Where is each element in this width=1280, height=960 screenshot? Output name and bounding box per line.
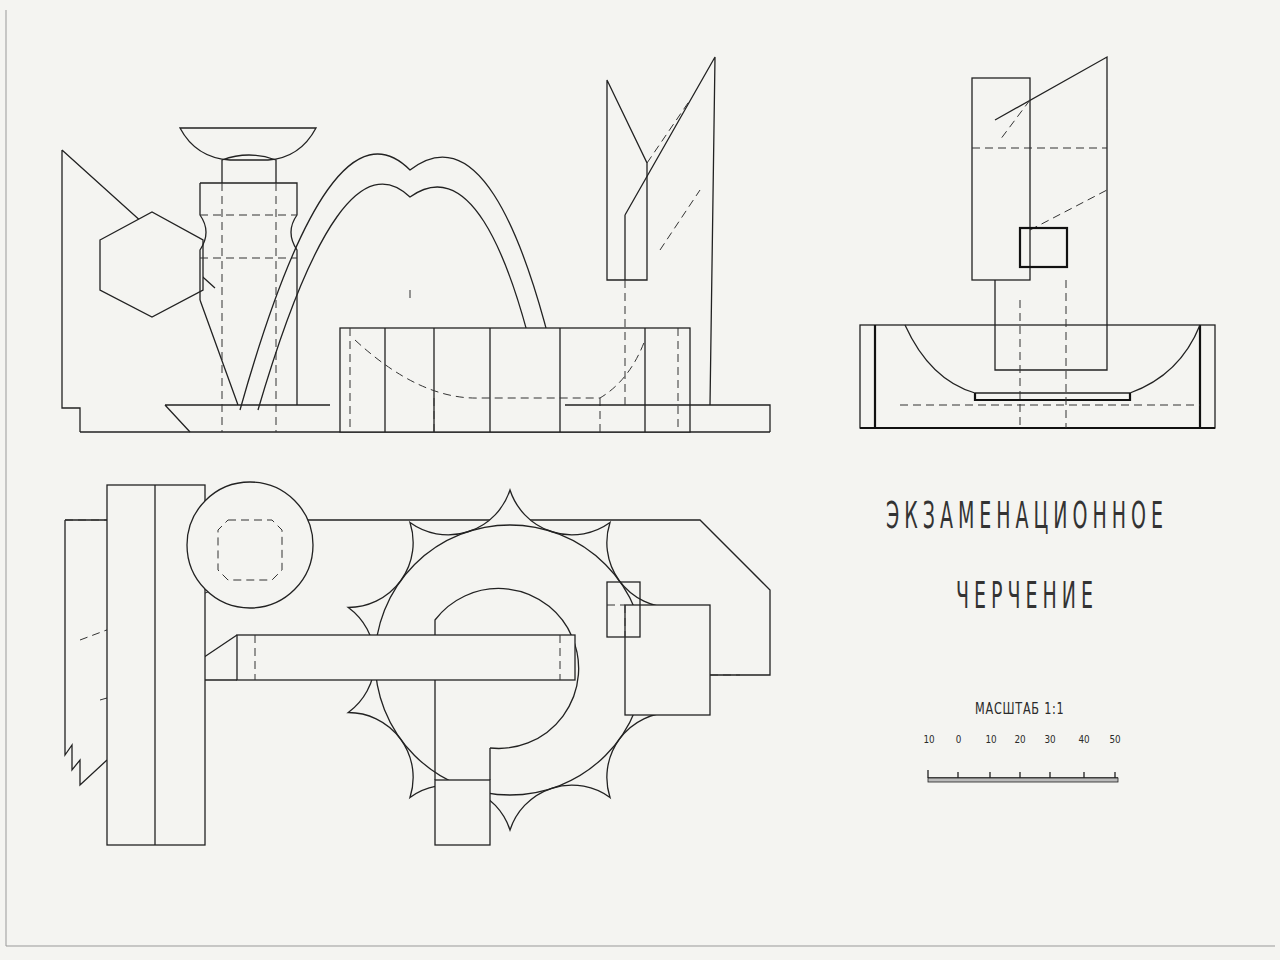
- scale-number: 40: [1078, 733, 1089, 746]
- scale-label: МАСШТАБ 1:1: [975, 700, 1065, 718]
- scale-number: 10: [923, 733, 934, 746]
- sheet-title: ЭКЗАМЕНАЦИОННОЕ ЧЕРЧЕНИЕ: [867, 475, 1187, 635]
- scale-number: 50: [1109, 733, 1120, 746]
- scale-number: 30: [1044, 733, 1055, 746]
- scale-number: 10: [985, 733, 996, 746]
- scale-number: 0: [956, 733, 962, 746]
- scale-number: 20: [1014, 733, 1025, 746]
